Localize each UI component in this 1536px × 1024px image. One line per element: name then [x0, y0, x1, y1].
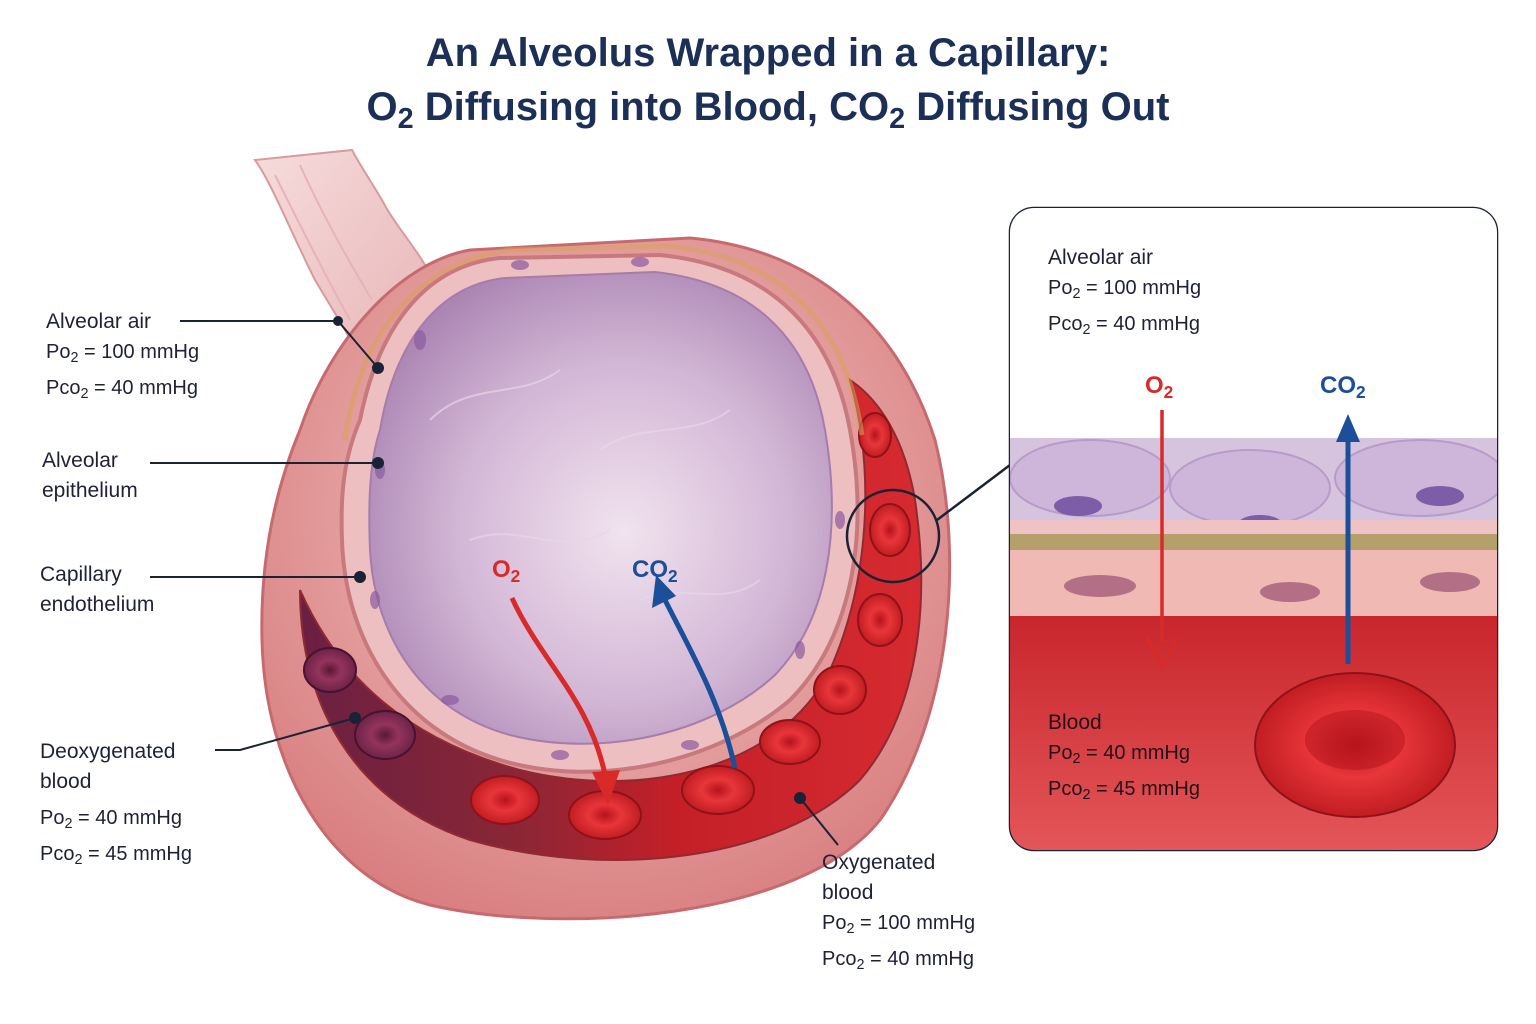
title-line-1: An Alveolus Wrapped in a Capillary: — [425, 31, 1111, 75]
o2-label: O2 — [492, 556, 521, 586]
oxygenated-pco2: Pco2 = 40 mmHg — [822, 948, 974, 974]
co2-arrowhead — [652, 575, 676, 608]
alveolar-air-po2: Po2 = 100 mmHg — [46, 341, 200, 367]
inset-blood-po2: Po2 = 40 mmHg — [1048, 742, 1190, 768]
inset-label-alveolar-air: Alveolar air Po2 = 100 mmHg Pco2 = 40 mm… — [1048, 243, 1201, 345]
deoxygenated-pco2: Pco2 = 45 mmHg — [40, 843, 192, 869]
label-capillary-endothelium: Capillary endothelium — [40, 563, 155, 616]
red-blood-cells — [303, 412, 911, 840]
page-title: An Alveolus Wrapped in a Capillary: O2 D… — [0, 26, 1536, 146]
alveolus-lumen — [368, 270, 833, 745]
label-alveolar-air: Alveolar air Po2 = 100 mmHg Pco2 = 40 mm… — [46, 307, 199, 409]
inset-o2-label: O2 — [1145, 372, 1174, 402]
deoxygenated-po2: Po2 = 40 mmHg — [40, 807, 182, 833]
oxygenated-po2: Po2 = 100 mmHg — [822, 912, 976, 938]
inset-label-blood: Blood Po2 = 40 mmHg Pco2 = 45 mmHg — [1048, 708, 1200, 810]
magnify-circle — [845, 488, 941, 584]
co2-diffusion-arrow — [662, 598, 738, 769]
leader-lines — [150, 316, 839, 846]
label-deoxygenated-blood: Deoxygenated blood Po2 = 40 mmHg Pco2 = … — [40, 737, 192, 875]
alveolar-air-pco2: Pco2 = 40 mmHg — [46, 377, 198, 403]
inset-air-pco2: Pco2 = 40 mmHg — [1048, 313, 1200, 339]
inset-blood-pco2: Pco2 = 45 mmHg — [1048, 778, 1200, 804]
co2-label: CO2 — [632, 556, 678, 586]
label-alveolar-epithelium: Alveolar epithelium — [42, 449, 138, 502]
o2-diffusion-arrow — [509, 596, 608, 776]
inset-co2-label: CO2 — [1320, 372, 1366, 402]
magnify-connector — [936, 464, 1011, 521]
title-line-2: O2 Diffusing into Blood, CO2 Diffusing O… — [366, 85, 1170, 136]
inset-air-po2: Po2 = 100 mmHg — [1048, 277, 1202, 303]
o2-arrowhead — [592, 770, 620, 805]
label-oxygenated-blood: Oxygenated blood Po2 = 100 mmHg Pco2 = 4… — [822, 848, 975, 980]
